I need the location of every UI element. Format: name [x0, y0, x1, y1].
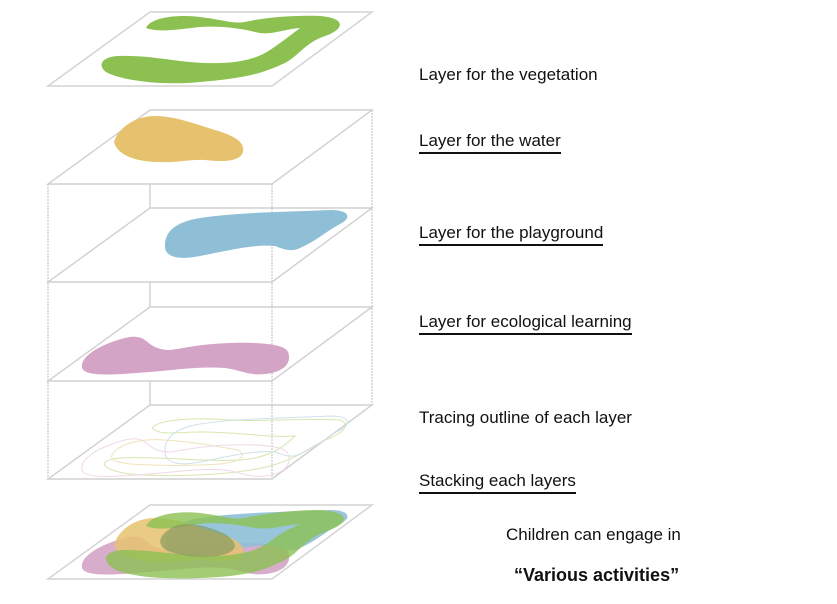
layer-label-playground: Layer for the playground [419, 223, 604, 246]
layer-label-water: Layer for the water [419, 131, 561, 154]
tracing-plane-outline [45, 404, 375, 480]
layer-label-ecological: Layer for ecological learning [419, 312, 632, 335]
tracing-outlines [81, 415, 348, 477]
trace-playground [164, 415, 348, 465]
playground-shape [164, 210, 348, 258]
plane-outline [45, 11, 375, 87]
trace-water [111, 439, 243, 466]
vegetation-shape [101, 15, 340, 84]
ecological-plane-outline [45, 306, 375, 382]
stacked-overlap [160, 524, 235, 557]
ecological-shape [81, 336, 290, 375]
conclusion-line-2: “Various activities” [514, 565, 680, 585]
conclusion-line-1: Children can engage in [506, 525, 681, 544]
stacked-vegetation [105, 510, 344, 579]
vegetation-plane [45, 11, 375, 87]
layer-label-vegetation: Layer for the vegetation [419, 65, 598, 84]
playground-plane-outline [45, 207, 375, 283]
layer-label-tracing: Tracing outline of each layer [419, 408, 632, 427]
layer-label-stacking: Stacking each layers [419, 471, 576, 494]
layer-box-frame [45, 109, 375, 480]
water-shape [114, 116, 244, 163]
trace-ecological [81, 438, 290, 477]
water-plane-outline [45, 109, 375, 185]
stacked-plane [45, 504, 375, 580]
stacked-plane-outline [45, 504, 375, 580]
